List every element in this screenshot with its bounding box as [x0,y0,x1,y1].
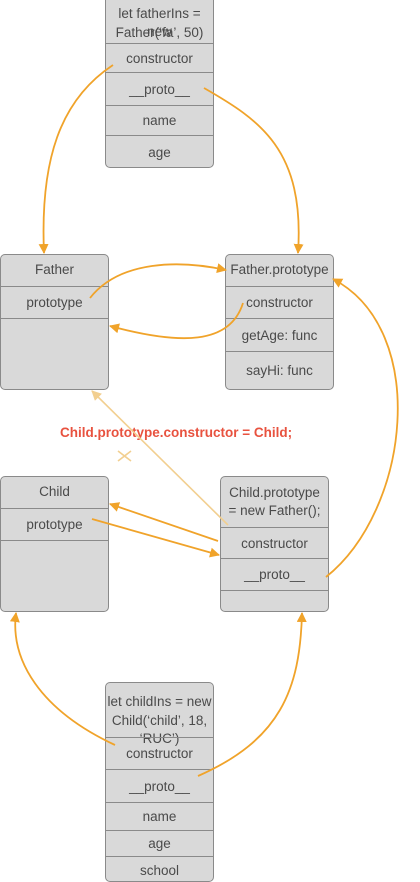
father-instance-row-proto: __proto__ [106,73,213,106]
child-instance-row-name: name [106,803,213,831]
arrow-removed-childproto-constructor-to-father [91,390,229,526]
father-instance-title-line1: let fatherIns = new [118,6,201,39]
arrow-child-prototype-link [91,518,220,558]
father-prototype-box: Father.prototype constructor getAge: fun… [225,254,334,390]
child-instance-box: let childIns = new Child(‘child’, 18, ‘R… [105,682,214,882]
child-box: Child prototype [0,476,109,612]
child-prototype-title-line1: Child.prototype [229,485,320,500]
arrow-childproto-constructor-to-child [109,502,219,542]
child-instance-title-line2: Child(‘child’, 18, ‘RUC’) [111,713,208,746]
arrow-fatherins-constructor-to-father [38,64,114,254]
father-instance-box: let fatherIns = new Father(‘fa’, 50) con… [105,0,214,168]
father-instance-row-name: name [106,106,213,136]
father-title: Father [34,262,75,277]
father-prototype-row-getage: getAge: func [226,319,333,352]
child-instance-title-line1: let childIns = new [107,694,212,709]
father-prototype-row-constructor: constructor [226,286,333,319]
arrow-father-prototype-link [89,263,227,299]
child-prototype-box: Child.prototype = new Father(); construc… [220,476,329,612]
arrow-fatherins-proto-to-father-prototype [203,87,304,254]
father-prototype-title: Father.prototype [230,262,329,277]
child-prototype-row-constructor: constructor [221,527,328,559]
child-instance-row-constructor: constructor [106,737,213,770]
child-prototype-row-proto: __proto__ [221,559,328,591]
arrow-childins-constructor-to-child [9,612,116,746]
arrow-fatherproto-constructor-to-father [109,302,244,340]
constructor-fix-annotation: Child.prototype.constructor = Child; [60,425,293,440]
father-box: Father prototype [0,254,109,390]
child-row-prototype: prototype [1,508,108,541]
child-instance-row-proto: __proto__ [106,770,213,803]
father-instance-title-line2: Father(‘fa’, 50) [115,25,204,40]
child-instance-row-age: age [106,831,213,857]
father-row-prototype: prototype [1,286,108,319]
arrow-childproto-proto-to-father-prototype [325,278,399,578]
father-instance-row-age: age [148,144,171,160]
father-prototype-row-sayhi: sayHi: func [246,363,313,378]
father-instance-row-constructor: constructor [106,43,213,73]
child-title: Child [39,484,70,499]
child-instance-row-school: school [139,862,180,878]
child-prototype-title-line2: = new Father(); [228,503,321,518]
